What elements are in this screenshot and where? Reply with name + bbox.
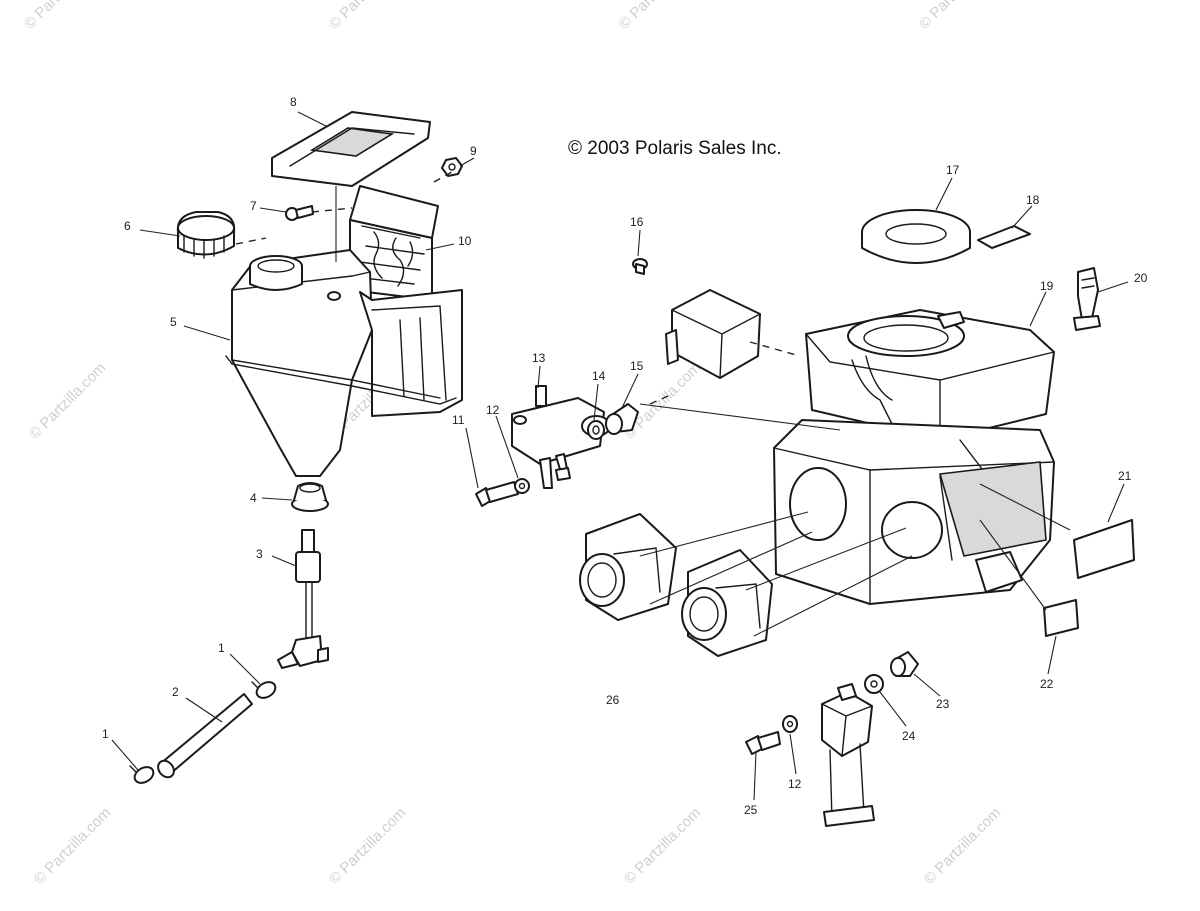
callout-21: 21 xyxy=(1118,469,1132,483)
part-bolt xyxy=(745,731,781,755)
part-screw xyxy=(285,205,314,221)
callout-3: 3 xyxy=(256,547,263,561)
part-nut xyxy=(441,157,463,177)
part-clamp xyxy=(129,765,155,784)
watermark: © Partzilla.com xyxy=(616,0,699,33)
callout-19: 19 xyxy=(1040,279,1054,293)
connector-lines xyxy=(335,186,1071,637)
part-grommet xyxy=(291,482,329,512)
callout-18: 18 xyxy=(1026,193,1040,207)
watermark: © Partzilla.com xyxy=(621,804,704,887)
assembly-lines xyxy=(235,171,801,405)
part-screw xyxy=(632,258,648,275)
callout-7: 7 xyxy=(250,199,257,213)
callout-8: 8 xyxy=(290,95,297,109)
part-intake-boot xyxy=(579,513,677,621)
callout-16: 16 xyxy=(630,215,644,229)
callout-leaders xyxy=(111,111,1129,801)
callout-1-lower: 1 xyxy=(102,727,109,741)
watermark: © Partzilla.com xyxy=(26,359,109,442)
part-pickup xyxy=(277,529,329,669)
callout-2: 2 xyxy=(172,685,179,699)
part-filler-cap xyxy=(176,211,236,259)
part-airbox-lower xyxy=(773,419,1055,605)
part-latch xyxy=(1073,267,1101,331)
callout-12-lower: 12 xyxy=(788,777,802,791)
callout-9: 9 xyxy=(470,144,477,158)
part-washer xyxy=(514,478,530,494)
part-decal xyxy=(977,225,1031,249)
watermark: © Partzilla.com xyxy=(31,804,114,887)
part-washer xyxy=(864,674,884,694)
part-fitting xyxy=(890,651,919,677)
callout-13: 13 xyxy=(532,351,546,365)
part-decal xyxy=(1043,599,1079,637)
part-intake-boot xyxy=(681,549,773,657)
part-washer xyxy=(782,715,798,733)
part-tank-cover xyxy=(271,111,431,187)
callout-1-upper: 1 xyxy=(218,641,225,655)
part-washer xyxy=(587,420,605,440)
part-oil-tank xyxy=(225,249,463,477)
callout-12-upper: 12 xyxy=(486,403,500,417)
part-airbox-top xyxy=(805,309,1055,441)
part-hose xyxy=(157,693,253,779)
part-fitting xyxy=(605,403,639,435)
callout-20: 20 xyxy=(1134,271,1148,285)
watermark: © Partzilla.com xyxy=(921,804,1004,887)
callout-22: 22 xyxy=(1040,677,1054,691)
watermark: © Partzilla.com xyxy=(326,804,409,887)
part-foam-ring xyxy=(861,209,971,264)
callout-11: 11 xyxy=(452,413,465,427)
callout-14: 14 xyxy=(592,369,606,383)
callout-24: 24 xyxy=(902,729,916,743)
part-clamp xyxy=(251,681,277,699)
watermark: © Partzilla.com xyxy=(326,0,409,33)
watermark: © Partzilla.com xyxy=(916,0,999,33)
part-decal xyxy=(1073,519,1135,579)
part-module xyxy=(665,289,761,379)
callout-numbers: 8 9 7 6 10 5 4 3 1 2 1 13 12 11 14 15 16… xyxy=(102,95,1148,817)
callout-4: 4 xyxy=(250,491,257,505)
callout-26: 26 xyxy=(606,693,620,707)
callout-23: 23 xyxy=(936,697,950,711)
callout-10: 10 xyxy=(458,234,472,248)
callout-6: 6 xyxy=(124,219,131,233)
watermark: © Partzilla.com xyxy=(21,0,104,33)
callout-15: 15 xyxy=(630,359,644,373)
copyright-text: © 2003 Polaris Sales Inc. xyxy=(568,138,782,159)
part-bolt xyxy=(475,481,519,507)
callout-25: 25 xyxy=(744,803,758,817)
part-coil-bracket xyxy=(821,683,875,827)
callout-5: 5 xyxy=(170,315,177,329)
callout-17: 17 xyxy=(946,163,960,177)
